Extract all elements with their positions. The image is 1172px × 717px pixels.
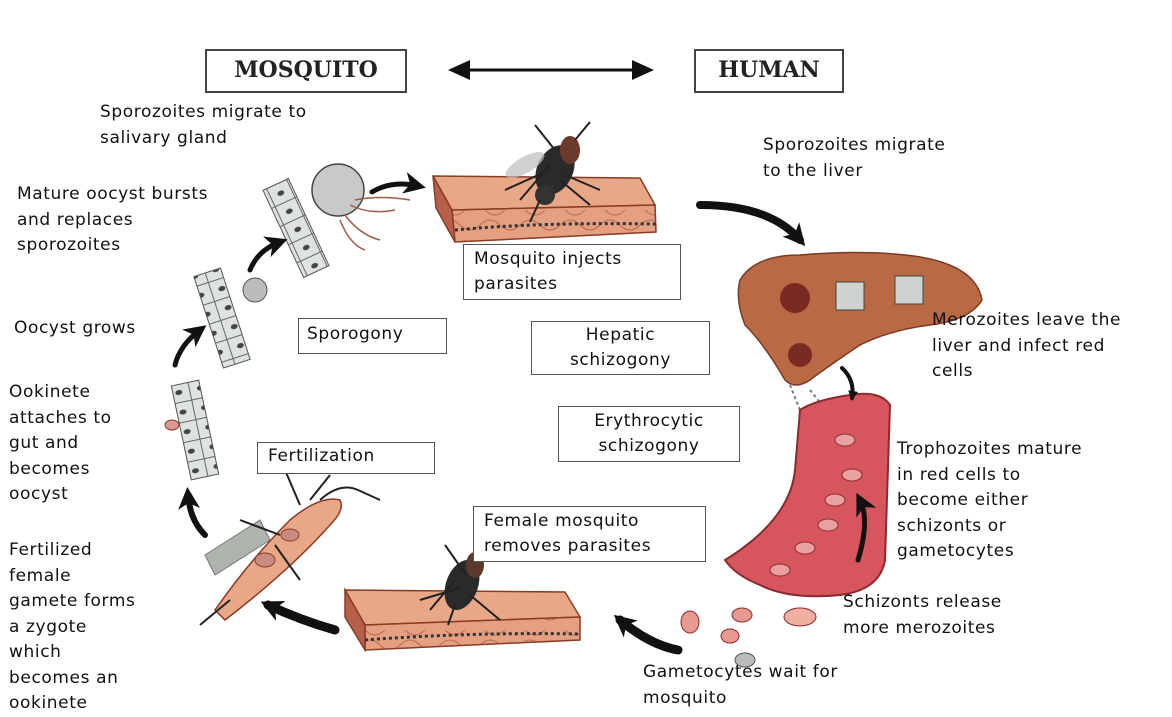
label-mature-oocyst: Mature oocyst bursts and replaces sporoz… xyxy=(17,182,208,259)
label-sporozoites-salivary: Sporozoites migrate to salivary gland xyxy=(100,100,307,151)
label-fertilized-female: Fertilized female gamete forms a zygote … xyxy=(9,538,135,717)
label-erythrocytic-schizogony: Erythrocytic schizogony xyxy=(558,406,740,462)
arrow-liver-to-blood xyxy=(842,368,853,398)
red-cells-released-image xyxy=(681,608,816,667)
label-sporozoites-liver: Sporozoites migrate to the liver xyxy=(763,133,945,184)
arrow-to-mosquito-feed xyxy=(620,620,678,650)
arrow-to-fertilization xyxy=(268,605,335,630)
label-oocyst-grows: Oocyst grows xyxy=(14,316,136,342)
arrow-to-oocyst xyxy=(175,330,200,365)
arrow-to-ookinete xyxy=(188,495,205,535)
midgut-cells-bottom-image xyxy=(165,380,219,480)
oocyst-growing-image xyxy=(194,268,267,368)
label-gametocytes-wait: Gametocytes wait for mosquito xyxy=(643,660,838,711)
blood-vessel-image xyxy=(725,394,890,597)
label-trophozoites: Trophozoites mature in red cells to beco… xyxy=(897,437,1082,565)
arrow-to-liver xyxy=(700,205,800,240)
label-schizonts-release: Schizonts release more merozoites xyxy=(843,590,1002,641)
arrow-to-mature-oocyst xyxy=(250,242,280,270)
label-ookinete: Ookinete attaches to gut and becomes ooc… xyxy=(9,380,112,508)
arrow-to-salivary xyxy=(372,184,418,192)
mosquito-human-double-arrow xyxy=(448,60,654,80)
mature-oocyst-burst-image xyxy=(263,164,410,277)
label-fertilization: Fertilization xyxy=(257,442,435,474)
mosquito-header: MOSQUITO xyxy=(205,49,407,93)
label-mosquito-injects: Mosquito injects parasites xyxy=(463,244,681,300)
human-header: HUMAN xyxy=(694,49,844,93)
label-female-mosquito: Female mosquito removes parasites xyxy=(473,506,706,562)
label-merozoites-leave: Merozoites leave the liver and infect re… xyxy=(932,308,1121,385)
label-sporogony: Sporogony xyxy=(298,318,447,354)
label-hepatic-schizogony: Hepatic schizogony xyxy=(531,321,710,375)
